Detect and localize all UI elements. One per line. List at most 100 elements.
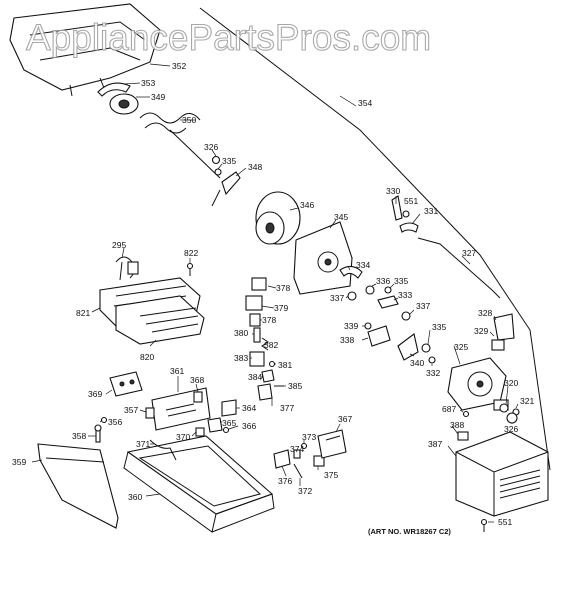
callout-350: 350 <box>182 115 196 125</box>
callout-339: 339 <box>344 321 358 331</box>
part-387-housing <box>455 431 549 517</box>
callout-370: 370 <box>176 432 190 442</box>
part-335-washer-b <box>384 286 392 294</box>
callout-346: 346 <box>300 200 314 210</box>
callout-380: 380 <box>234 328 248 338</box>
callout-371: 371 <box>136 439 150 449</box>
callout-357: 357 <box>124 405 138 415</box>
callout-381: 381 <box>278 360 292 370</box>
callout-359: 359 <box>12 457 26 467</box>
part-326-washer-b <box>506 412 518 424</box>
callout-348: 348 <box>248 162 262 172</box>
part-332-washer <box>428 356 436 364</box>
callout-327: 327 <box>462 248 476 258</box>
part-335-washer-c <box>421 343 431 353</box>
callout-687: 687 <box>442 404 456 414</box>
part-378-cap-lower <box>249 313 261 327</box>
part-337-nut-b <box>401 311 411 321</box>
callout-385: 385 <box>288 381 302 391</box>
callout-332: 332 <box>426 368 440 378</box>
callout-336: 336 <box>376 276 390 286</box>
part-382-spring <box>261 337 269 351</box>
callout-345: 345 <box>334 212 348 222</box>
part-381-screw <box>268 360 276 368</box>
part-334 <box>339 265 363 279</box>
callout-321: 321 <box>520 396 534 406</box>
callout-382: 382 <box>264 340 278 350</box>
part-345-bracket <box>293 221 353 295</box>
part-364-switch <box>221 399 237 417</box>
callout-372: 372 <box>298 486 312 496</box>
callout-326b: 326 <box>504 424 518 434</box>
callout-333: 333 <box>398 290 412 300</box>
part-336-washer <box>365 285 375 295</box>
callout-384: 384 <box>248 372 262 382</box>
part-350-auger <box>139 112 221 179</box>
part-365-switch <box>207 417 223 433</box>
callout-325: 325 <box>454 342 468 352</box>
callout-377: 377 <box>280 403 294 413</box>
callout-353: 353 <box>141 78 155 88</box>
part-383-cam <box>249 351 265 367</box>
callout-340: 340 <box>410 358 424 368</box>
part-327-rod <box>417 237 501 299</box>
part-379-block <box>245 295 263 311</box>
callout-822: 822 <box>184 248 198 258</box>
callout-329: 329 <box>474 326 488 336</box>
callout-374: 374 <box>290 444 304 454</box>
part-352-ice-bucket <box>9 3 161 97</box>
part-358-screw <box>94 424 102 443</box>
callout-labels: 352 353 349 350 354 326 335 348 330 551 … <box>12 61 534 527</box>
callout-376: 376 <box>278 476 292 486</box>
callout-387: 387 <box>428 439 442 449</box>
callout-383: 383 <box>234 353 248 363</box>
callout-378: 378 <box>276 283 290 293</box>
part-335-washer <box>214 168 222 176</box>
part-331 <box>399 222 419 233</box>
callout-337: 337 <box>330 293 344 303</box>
part-329-connector <box>491 339 505 351</box>
callout-354: 354 <box>358 98 372 108</box>
callout-378b: 378 <box>262 315 276 325</box>
part-551-screw <box>402 210 410 218</box>
callout-367: 367 <box>338 414 352 424</box>
callout-365: 365 <box>222 418 236 428</box>
part-388-cap <box>457 431 469 441</box>
part-338-switch <box>367 325 391 347</box>
leader-lines <box>31 63 519 523</box>
part-366-screw <box>222 426 230 434</box>
callout-338: 338 <box>340 335 354 345</box>
callout-361: 361 <box>170 366 184 376</box>
callout-337b: 337 <box>416 301 430 311</box>
part-357 <box>145 407 155 419</box>
callout-364: 364 <box>242 403 256 413</box>
callout-366: 366 <box>242 421 256 431</box>
callout-388: 388 <box>450 420 464 430</box>
outline-354 <box>199 7 551 471</box>
part-367-bracket <box>317 429 347 459</box>
callout-330: 330 <box>386 186 400 196</box>
part-340-arm <box>397 333 419 361</box>
part-325-motor <box>447 357 509 411</box>
part-333-lever <box>377 295 399 309</box>
part-356-screw <box>100 416 108 424</box>
part-378-cap <box>251 277 267 291</box>
callout-352: 352 <box>172 61 186 71</box>
part-353 <box>97 82 131 97</box>
part-376-clip <box>273 449 291 469</box>
part-359-panel <box>37 443 119 529</box>
part-370 <box>195 427 205 437</box>
callout-295: 295 <box>112 240 126 250</box>
callout-334: 334 <box>356 260 370 270</box>
part-820-icemaker-mold <box>115 295 205 345</box>
part-349-coupler <box>109 93 139 115</box>
part-326-washer <box>211 155 221 165</box>
callout-349: 349 <box>151 92 165 102</box>
part-368 <box>193 391 203 403</box>
part-320-gear <box>499 403 509 413</box>
callout-368: 368 <box>190 375 204 385</box>
callout-360: 360 <box>128 492 142 502</box>
part-360-tray <box>123 435 275 533</box>
